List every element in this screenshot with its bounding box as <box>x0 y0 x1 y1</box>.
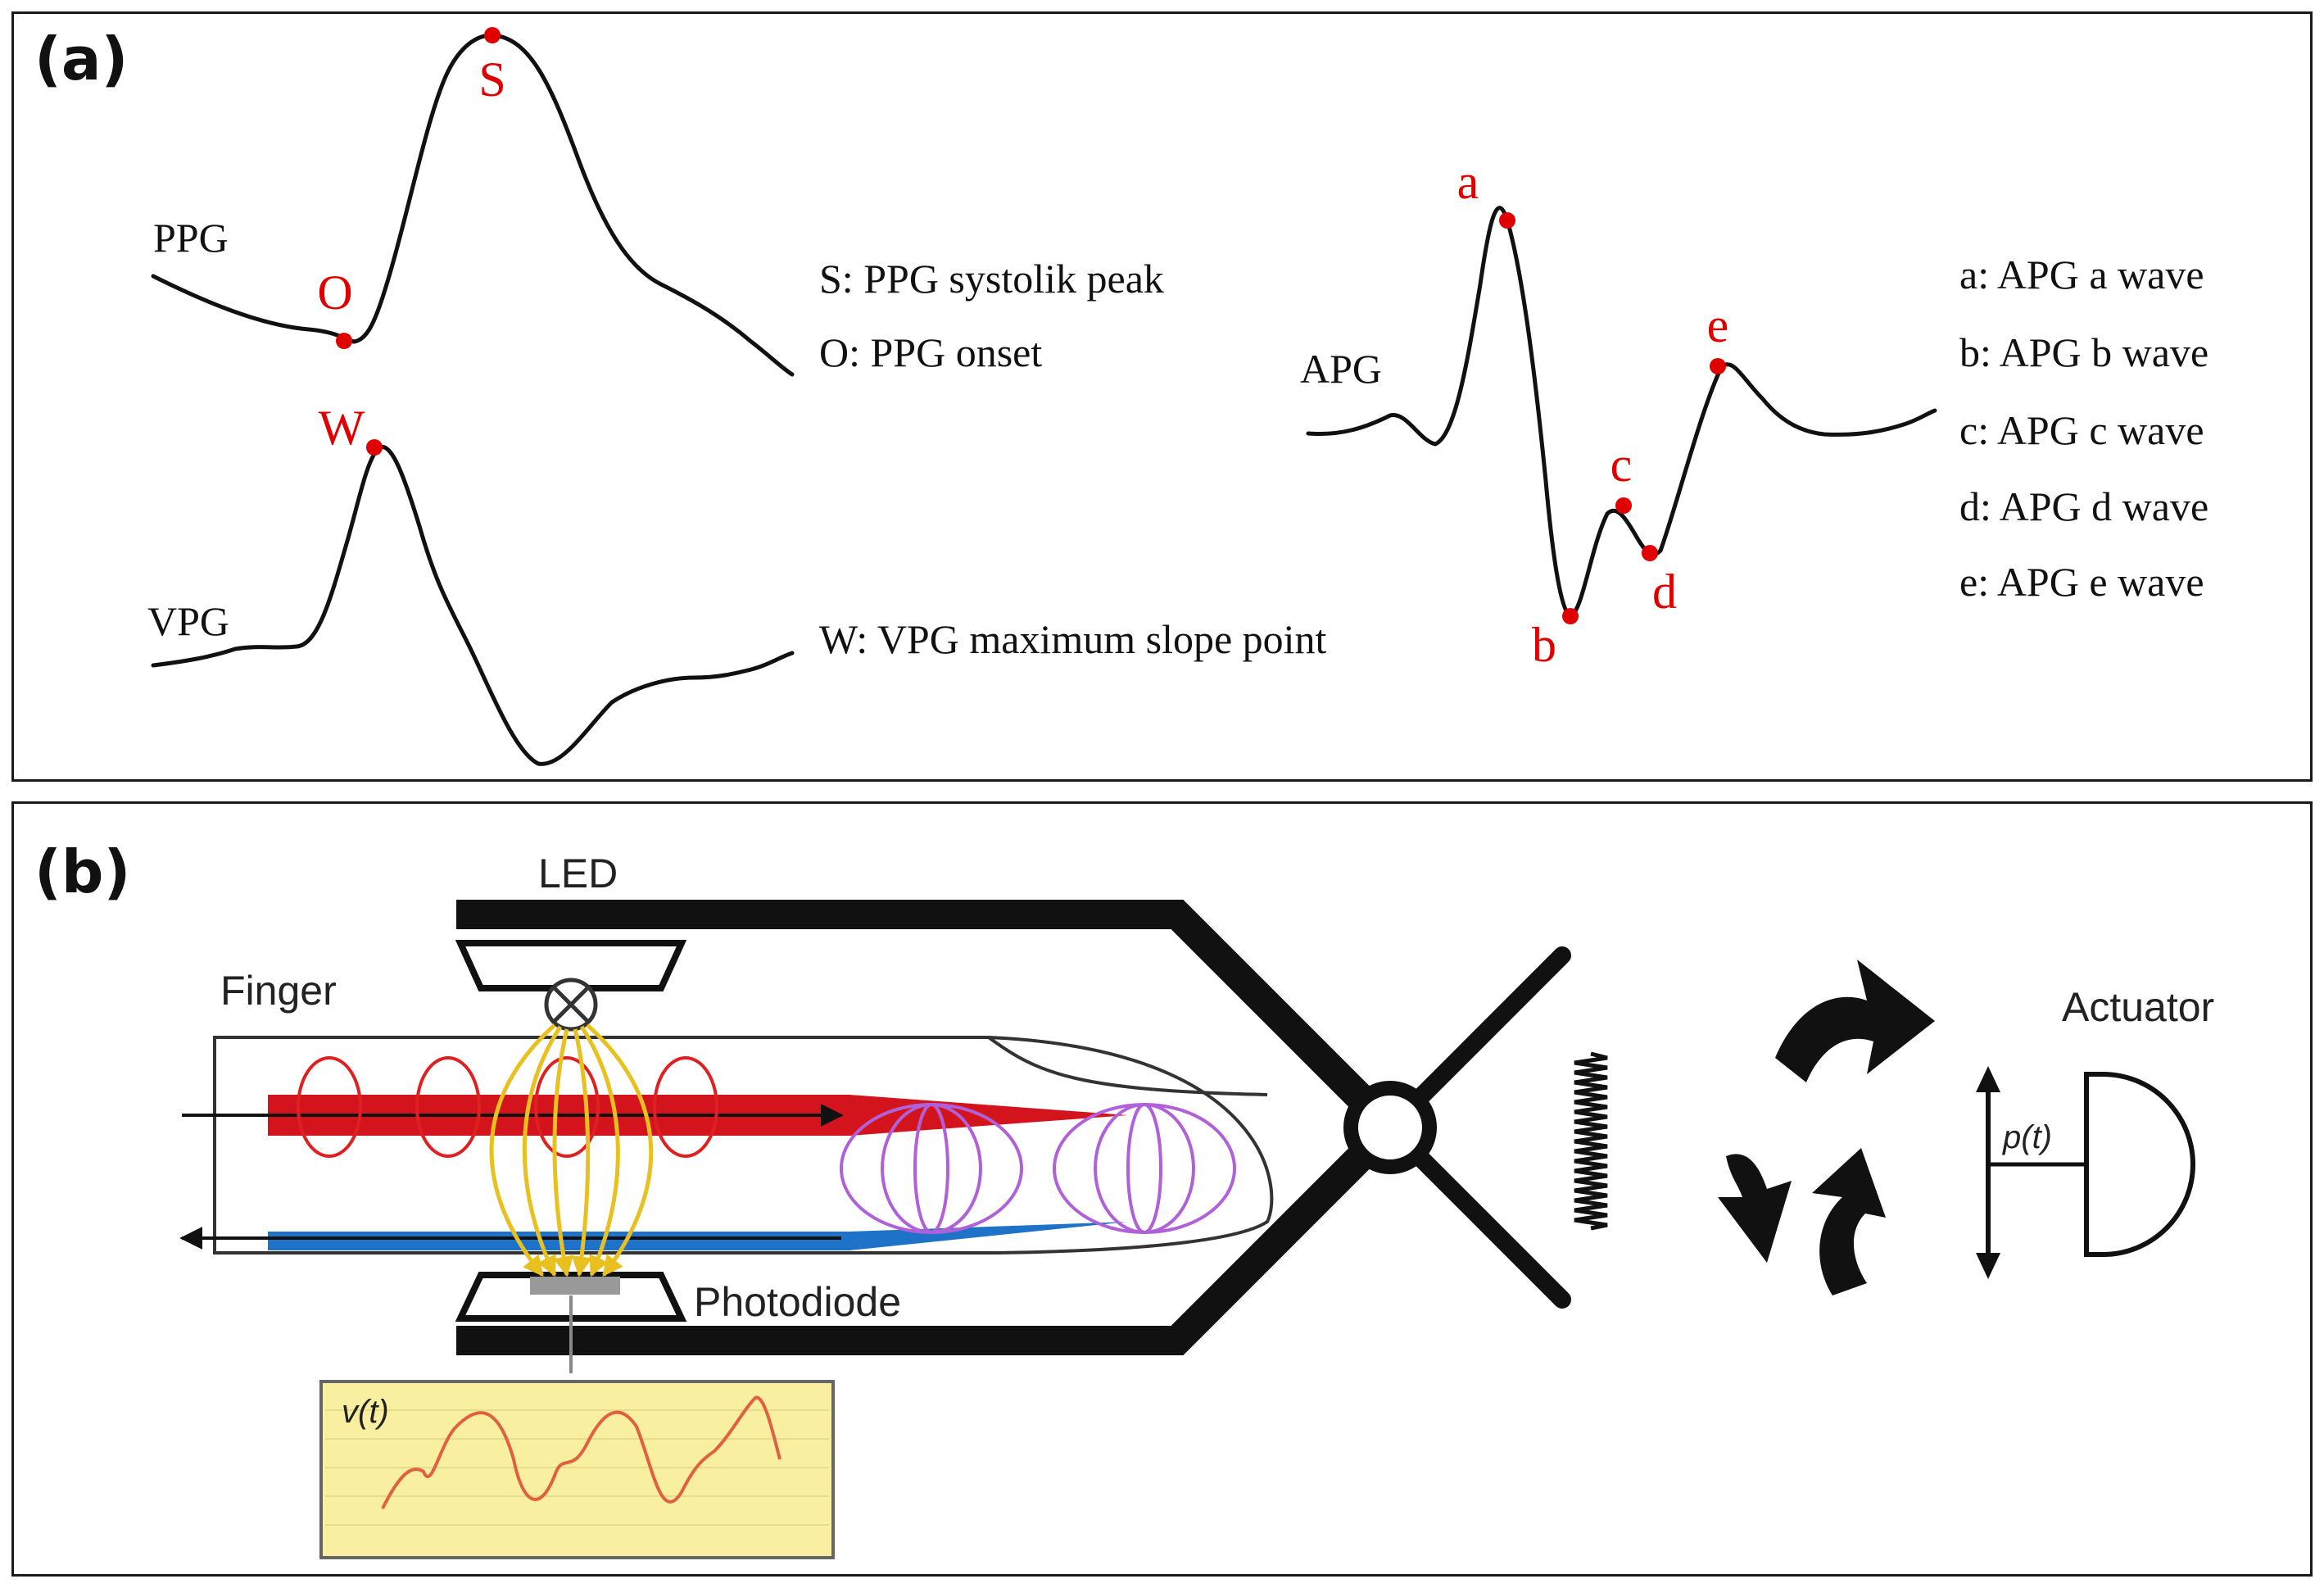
pivot-joint <box>1343 1081 1437 1174</box>
vein <box>179 1222 1128 1250</box>
apg-point-c <box>1615 497 1632 514</box>
actuator-label: Actuator <box>2062 984 2214 1030</box>
apg-label: APG <box>1300 346 1382 392</box>
ppg-legend-o: O: PPG onset <box>819 329 1042 375</box>
apg-curve <box>1306 206 1937 619</box>
artery-pulse-loops <box>297 1056 718 1158</box>
panel-a-tag: (a) <box>34 25 128 93</box>
apg-legend-e: e: APG e wave <box>1959 559 2204 605</box>
apg-waveform: APG a b c d e <box>1300 155 1937 672</box>
apg-b-label: b <box>1532 618 1556 672</box>
apg-point-b <box>1562 608 1579 624</box>
panel-a: (a) PPG S O S: PPG systolik peak O: PPG … <box>11 11 2313 782</box>
vpg-point-w <box>366 439 383 456</box>
probe-housing <box>455 900 1571 1355</box>
ppg-o-label: O <box>317 265 352 320</box>
vpg-waveform: VPG W <box>147 401 795 766</box>
cycle-arrows-icon <box>1718 960 1935 1295</box>
photodiode-label: Photodiode <box>694 1279 901 1325</box>
apg-legend-c: c: APG c wave <box>1959 407 2204 453</box>
ppg-point-s <box>484 27 501 43</box>
ppg-legend: S: PPG systolik peak O: PPG onset <box>819 256 1164 375</box>
ppg-legend-s: S: PPG systolik peak <box>819 256 1164 302</box>
led-label: LED <box>538 851 618 896</box>
apg-legend-a: a: APG a wave <box>1959 252 2204 297</box>
panel-b: (b) <box>11 801 2313 1577</box>
vpg-w-label: W <box>319 401 365 455</box>
finger-label: Finger <box>220 968 337 1014</box>
apg-e-label: e <box>1707 298 1729 352</box>
voltage-signal-box: v(t) <box>319 1380 835 1559</box>
vpg-legend-w: W: VPG maximum slope point <box>819 616 1327 662</box>
ppg-point-o <box>336 333 352 349</box>
led-emitter <box>544 978 598 1032</box>
apg-a-label: a <box>1457 155 1479 209</box>
capillary-loops <box>840 1103 1236 1234</box>
apg-d-label: d <box>1652 565 1677 619</box>
actuator: p(t) Actuator <box>1976 984 2214 1279</box>
panel-a-canvas: (a) PPG S O S: PPG systolik peak O: PPG … <box>34 25 2208 766</box>
apg-point-a <box>1499 212 1515 229</box>
panel-b-tag: (b) <box>34 837 130 906</box>
finger <box>213 1036 1274 1255</box>
spring <box>1574 1051 1608 1231</box>
apg-legend-b: b: APG b wave <box>1959 329 2208 375</box>
vpg-label: VPG <box>147 598 229 644</box>
photodiode-sensor <box>530 1277 620 1295</box>
apg-point-e <box>1710 358 1726 374</box>
apg-legend: a: APG a wave b: APG b wave c: APG c wav… <box>1959 252 2208 605</box>
apg-point-d <box>1642 545 1658 561</box>
pressure-label: p(t) <box>2002 1119 2052 1155</box>
apg-c-label: c <box>1610 438 1633 492</box>
panel-b-canvas: (b) <box>34 837 2214 1559</box>
ppg-s-label: S <box>478 52 505 107</box>
ppg-curve <box>151 33 795 377</box>
ppg-waveform: PPG S O <box>151 27 795 377</box>
vpg-curve <box>151 445 795 766</box>
apg-legend-d: d: APG d wave <box>1959 483 2208 529</box>
ppg-label: PPG <box>153 215 229 261</box>
voltage-label: v(t) <box>342 1394 389 1430</box>
light-rays <box>489 1023 654 1277</box>
